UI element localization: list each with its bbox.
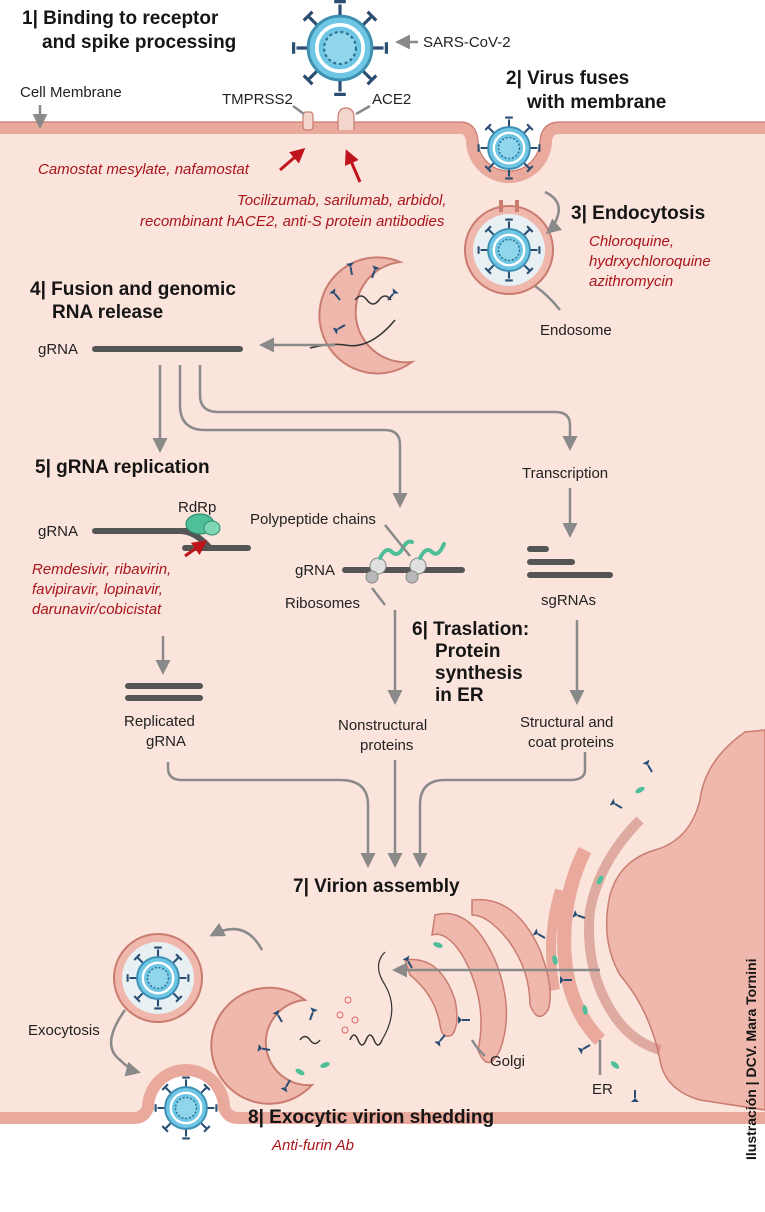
fusing-virion bbox=[477, 116, 541, 180]
label-tmprss2: TMPRSS2 bbox=[222, 91, 293, 108]
step-2-subtitle: with membrane bbox=[526, 92, 666, 113]
label-endosome: Endosome bbox=[540, 322, 612, 339]
endosome-vesicle bbox=[464, 200, 554, 295]
drug-tocilizumab-line2: recombinant hACE2, anti-S protein antibo… bbox=[140, 213, 445, 230]
tmprss2-receptor bbox=[302, 111, 314, 131]
golgi-apparatus bbox=[404, 898, 551, 1064]
flow-arrows bbox=[32, 34, 602, 1077]
label-grna-translation: gRNA bbox=[295, 562, 335, 579]
drug-target-arrows bbox=[184, 148, 362, 558]
drug-chloroquine-line1: Chloroquine, bbox=[589, 233, 674, 250]
step-4-subtitle: RNA release bbox=[52, 302, 163, 323]
sars-cov-2-virion bbox=[291, 0, 389, 97]
label-ribosomes: Ribosomes bbox=[285, 595, 360, 612]
label-replicated-grna-line2: gRNA bbox=[146, 733, 186, 750]
rna-strands bbox=[92, 346, 613, 701]
step-2-title: 2| Virus fuses bbox=[506, 68, 629, 89]
step-5-title: 5| gRNA replication bbox=[35, 457, 210, 478]
label-ace2: ACE2 bbox=[372, 91, 411, 108]
drug-chloroquine-line2: hydrxychloroquine bbox=[589, 253, 711, 270]
assembly-vesicle bbox=[210, 951, 393, 1105]
label-polypeptide-chains: Polypeptide chains bbox=[250, 511, 376, 528]
drug-remdesivir-line1: Remdesivir, ribavirin, bbox=[32, 561, 171, 578]
label-nonstructural-line1: Nonstructural bbox=[338, 717, 427, 734]
endoplasmic-reticulum bbox=[546, 729, 765, 1111]
label-sgrnas: sgRNAs bbox=[541, 592, 596, 609]
drug-tocilizumab-line1: Tocilizumab, sarilumab, arbidol, bbox=[237, 192, 447, 209]
ace2-receptor bbox=[337, 107, 355, 130]
step-1-title: 1| Binding to receptor bbox=[22, 8, 219, 29]
step-4-title: 4| Fusion and genomic bbox=[30, 279, 236, 300]
label-cell-membrane: Cell Membrane bbox=[20, 84, 122, 101]
step-6-line3: synthesis bbox=[435, 663, 523, 684]
step-8-title: 8| Exocytic virion shedding bbox=[248, 1107, 494, 1128]
drug-remdesivir-line3: darunavir/cobicistat bbox=[32, 601, 162, 618]
step-6-line2: Protein bbox=[435, 641, 500, 662]
rdrp-enzyme bbox=[185, 513, 221, 536]
label-transcription: Transcription bbox=[522, 465, 608, 482]
label-sars-cov-2: SARS-CoV-2 bbox=[423, 34, 511, 51]
drug-remdesivir-line2: favipiravir, lopinavir, bbox=[32, 581, 163, 598]
step-3-title: 3| Endocytosis bbox=[571, 203, 705, 224]
drug-chloroquine-line3: azithromycin bbox=[589, 273, 673, 290]
exocytic-vesicle bbox=[113, 933, 203, 1023]
step-6-title: 6| Traslation: bbox=[412, 619, 529, 640]
label-exocytosis: Exocytosis bbox=[28, 1022, 100, 1039]
ribosomes bbox=[365, 557, 427, 584]
label-golgi: Golgi bbox=[490, 1053, 525, 1070]
step-6-line4: in ER bbox=[435, 685, 484, 706]
label-replicated-grna-line1: Replicated bbox=[124, 713, 195, 730]
label-structural-line1: Structural and bbox=[520, 714, 613, 731]
label-structural-line2: coat proteins bbox=[528, 734, 614, 751]
step-1-subtitle: and spike processing bbox=[42, 32, 236, 53]
label-grna-replication: gRNA bbox=[38, 523, 78, 540]
label-nonstructural-line2: proteins bbox=[360, 737, 413, 754]
drug-anti-furin: Anti-furin Ab bbox=[271, 1137, 354, 1154]
label-er: ER bbox=[592, 1081, 613, 1098]
label-rdrp: RdRp bbox=[178, 499, 216, 516]
shedding-virion bbox=[154, 1076, 218, 1140]
step-7-title: 7| Virion assembly bbox=[293, 876, 460, 897]
polypeptide-chains bbox=[378, 539, 446, 560]
label-grna-release: gRNA bbox=[38, 341, 78, 358]
drug-camostat: Camostat mesylate, nafamostat bbox=[38, 161, 250, 178]
illustration-credit: Ilustración | DCV. Mara Tornini bbox=[743, 958, 759, 1160]
